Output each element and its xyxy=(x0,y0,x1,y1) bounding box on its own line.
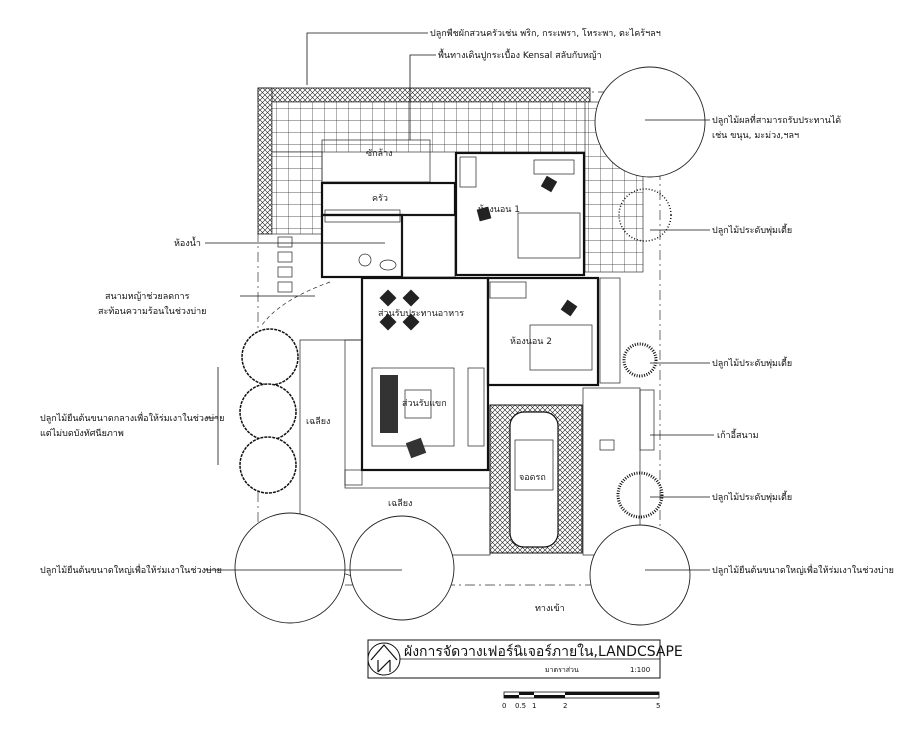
armchair-icon xyxy=(405,437,427,459)
vegetable-garden-tiles xyxy=(257,87,644,273)
basin-icon xyxy=(379,259,397,271)
big-tree-icon xyxy=(234,512,346,624)
living-dining-area xyxy=(360,276,490,472)
chair-icon xyxy=(476,206,492,222)
note-lawn: สนามหญ้าช่วยลดการ xyxy=(105,291,190,302)
scale-label: มาตราส่วน xyxy=(545,666,579,674)
scale-tick: 5 xyxy=(656,702,660,710)
scale-tick: 0.5 xyxy=(515,702,526,710)
scale-tick: 0 xyxy=(502,702,506,710)
bedroom-2 xyxy=(486,276,600,387)
scale-tick: 2 xyxy=(563,702,567,710)
bed-icon xyxy=(517,212,581,259)
scale-tick: 1 xyxy=(532,702,536,710)
note-garden-bench: เก้าอี้สนาม xyxy=(717,428,759,441)
shrub-icon xyxy=(616,471,664,519)
scale-bar: 0 0.5 1 2 5 xyxy=(502,691,660,710)
north-arrow-icon xyxy=(367,642,401,676)
title-block: ผังการจัดวางเฟอร์นิเจอร์ภายใน,LANDCSAPE … xyxy=(367,639,683,679)
plan-title: ผังการจัดวางเฟอร์นิเจอร์ภายใน,LANDCSAPE xyxy=(404,643,683,660)
sofa-icon xyxy=(380,375,398,433)
garden-bench xyxy=(639,389,655,451)
note-shrub-3: ปลูกไม้ประดับพุ่มเตี้ย xyxy=(712,490,792,503)
note-fruit-trees-2: เช่น ขนุน, มะม่วง,ฯลฯ xyxy=(712,131,799,141)
note-entrance: ทางเข้า xyxy=(535,603,565,614)
big-tree-icon xyxy=(349,515,455,621)
big-tree-icon xyxy=(589,524,691,626)
note-walkway: พื้นทางเดินปูกระเบื้อง Kensal สลับกับหญ้… xyxy=(438,48,602,61)
room-label-bedroom-2: ห้องนอน 2 xyxy=(510,336,552,347)
note-shrub-1: ปลูกไม้ประดับพุ่มเตี้ย xyxy=(712,223,792,236)
note-shrub-2: ปลูกไม้ประดับพุ่มเตี้ย xyxy=(712,356,792,369)
room-label-laundry: ซักล้าง xyxy=(366,148,393,159)
room-label-terrace-2: เฉลียง xyxy=(388,498,412,509)
note-fruit-trees: ปลูกไม้ผลที่สามารถรับประทานได้ xyxy=(712,113,841,126)
bathroom-area xyxy=(320,213,404,279)
note-vegetables: ปลูกพืชผักสวนครัวเช่น พริก, กระเพรา, โหร… xyxy=(430,28,661,39)
chair-icon xyxy=(540,175,558,193)
car-icon xyxy=(509,411,559,548)
note-big-trees-left: ปลูกไม้ยืนต้นขนาดใหญ่เพื่อให้ร่มเงาในช่ว… xyxy=(40,563,222,576)
scale-value: 1:100 xyxy=(630,666,650,674)
room-label-living: ส่วนรับแขก xyxy=(402,399,447,409)
room-label-dining: ส่วนรับประทานอาหาร xyxy=(378,309,464,319)
room-label-kitchen: ครัว xyxy=(372,194,388,204)
leader-lines xyxy=(205,32,714,571)
note-lawn-2: สะท้อนความร้อนในช่วงบ่าย xyxy=(98,306,206,317)
bed-icon xyxy=(529,324,593,371)
note-bathroom: ห้องน้ำ xyxy=(174,236,201,249)
note-big-trees-right: ปลูกไม้ยืนต้นขนาดใหญ่เพื่อให้ร่มเงาในช่ว… xyxy=(712,563,894,576)
room-label-carport: จอดรถ xyxy=(519,473,546,483)
medium-tree-icon xyxy=(239,436,297,494)
note-medium-trees: ปลูกไม้ยืนต้นขนาดกลางเพื่อให้ร่มเงาในช่ว… xyxy=(40,411,224,424)
note-medium-trees-2: แต่ไม่บดบังทัศนียภาพ xyxy=(40,428,124,439)
fruit-tree-icon xyxy=(594,66,706,178)
shrub-icon xyxy=(622,342,658,378)
chair-icon xyxy=(560,299,578,317)
room-label-terrace-1: เฉลียง xyxy=(306,416,330,427)
kitchen-counter xyxy=(324,209,401,223)
toilet-icon xyxy=(358,253,372,267)
bedroom-1 xyxy=(454,151,586,277)
coffee-table xyxy=(404,389,432,419)
room-label-bedroom-1: ห้องนอน 1 xyxy=(478,204,520,215)
medium-tree-icon xyxy=(241,328,299,386)
medium-tree-icon xyxy=(239,383,297,441)
stepping-stones xyxy=(277,236,615,451)
palm-shrub-icon xyxy=(618,188,672,242)
dining-table xyxy=(379,289,420,331)
